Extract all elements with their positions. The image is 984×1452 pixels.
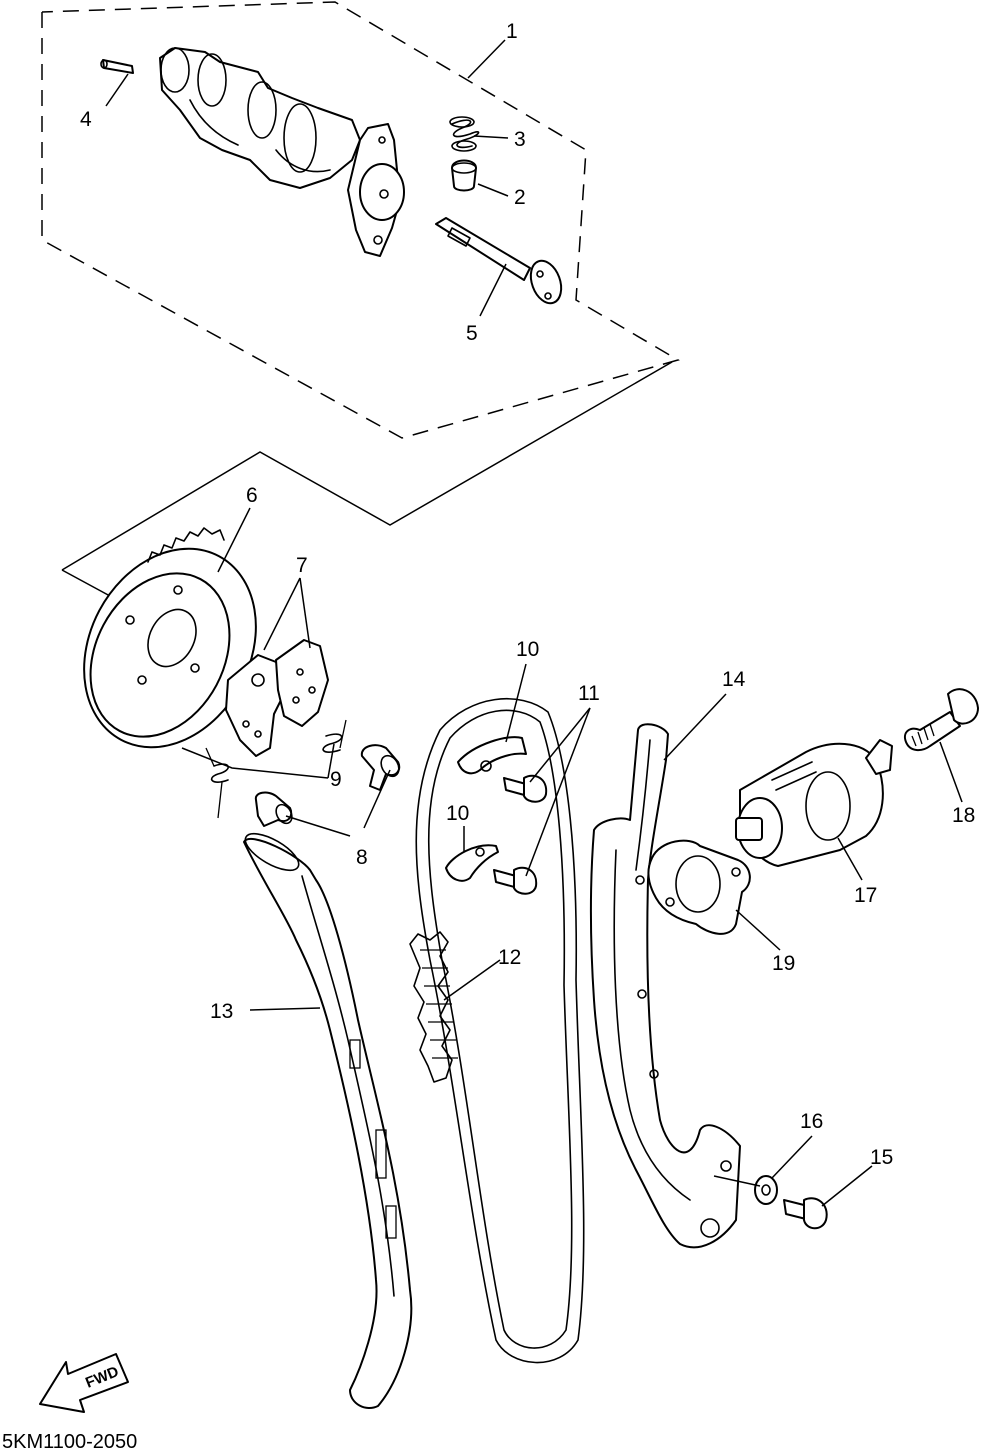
callout-7: 7 [296,554,308,577]
callout-14: 14 [722,668,746,691]
tensioner-gasket [647,839,751,935]
callout-8: 8 [356,846,368,869]
guide-bolt [783,1197,828,1230]
decompressor-pins [254,744,401,827]
timing-chain-guide-exhaust [243,832,413,1409]
chain-guide-stopper-upper [457,736,527,775]
dowel-pin [100,59,134,74]
sprocket-group-outline [61,361,673,597]
cam-sprocket [83,527,257,749]
chain-guide-stopper-lower [445,844,499,882]
callout-labels: 1 2 3 4 5 6 7 8 9 10 10 11 12 13 14 15 1… [80,20,975,1169]
callout-10-upper: 10 [516,638,539,661]
washer [754,1175,778,1205]
callout-9: 9 [330,768,342,791]
callout-15: 15 [870,1146,893,1169]
decompressor-pin [451,159,477,192]
decompressor-spring [449,116,480,152]
tensioner-bolt [904,688,979,752]
callout-5: 5 [466,322,478,345]
callout-18: 18 [952,804,975,827]
camshaft-assembly-group-box [41,1,680,439]
drawing-code: 5KM1100-2050 [2,1431,137,1452]
cam-chain [409,697,585,1364]
callout-1: 1 [506,20,518,43]
callout-17: 17 [854,884,877,907]
callout-3: 3 [514,128,526,151]
leader-lines [105,39,963,1207]
forward-arrow-icon: FWD [39,1353,129,1413]
cam-chain-tensioner [735,739,893,867]
callout-10-lower: 10 [446,802,469,825]
callout-2: 2 [514,186,526,209]
callout-16: 16 [800,1110,823,1133]
camshaft [159,47,405,257]
callout-11: 11 [578,682,600,705]
decompressor-plate-assembly [225,639,329,757]
callout-13: 13 [210,1000,233,1023]
callout-19: 19 [772,952,795,975]
timing-chain-guide-intake [590,723,741,1249]
callout-12: 12 [498,946,521,969]
stopper-bolt-upper [503,774,548,803]
callout-4: 4 [80,108,92,131]
stopper-bolt-lower [493,866,538,895]
callout-6: 6 [246,484,258,507]
decompressor-shaft [435,217,563,305]
